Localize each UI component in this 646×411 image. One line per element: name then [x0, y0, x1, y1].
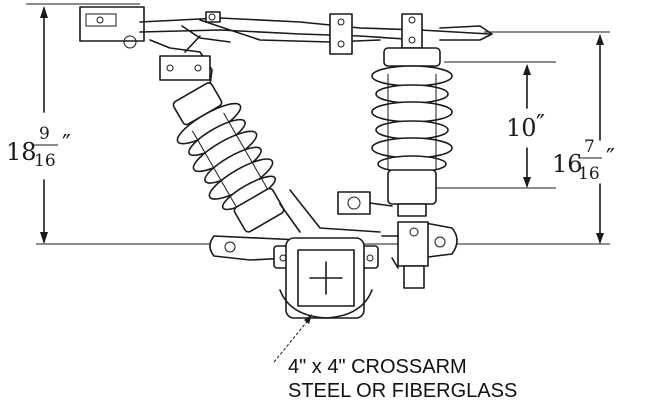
- right-height-unit: ″: [606, 144, 615, 172]
- arrow-down-icon: [40, 232, 48, 244]
- insulator-height-dimension: 10 ″: [430, 61, 556, 189]
- arrow-down-icon: [523, 177, 531, 188]
- right-height-dimension: 16 7 16 ″: [440, 31, 615, 245]
- overall-height-dimension: 18 9 16 ″: [6, 3, 420, 245]
- right-height-whole: 16: [552, 150, 583, 178]
- mounting-base: [209, 189, 458, 319]
- switch-blade-assembly: [79, 6, 493, 113]
- right-insulator: [371, 47, 453, 217]
- right-height-denominator: 16: [578, 164, 600, 184]
- arrow-up-icon: [40, 6, 48, 18]
- callout-leader: [273, 314, 312, 363]
- overall-height-unit: ″: [62, 130, 71, 158]
- upper-contact-bracket: [329, 13, 353, 55]
- overall-height-whole: 18: [6, 138, 37, 166]
- callout-line-2: STEEL OR FIBERGLASS: [288, 380, 518, 402]
- right-height-numerator: 7: [584, 137, 595, 157]
- arrow-down-icon: [596, 233, 604, 244]
- hinge-box: [79, 6, 145, 42]
- insulator-height-whole: 10: [506, 114, 537, 142]
- callout-line-1: 4" x 4" CROSSARM: [288, 356, 467, 378]
- overall-height-numerator: 9: [39, 124, 50, 144]
- leader-arrow-icon: [304, 314, 312, 324]
- left-insulator: [172, 82, 285, 233]
- arrow-up-icon: [523, 64, 531, 75]
- arrow-up-icon: [596, 34, 604, 45]
- overall-height-denominator: 16: [34, 151, 56, 171]
- crossarm-callout: 4" x 4" CROSSARM STEEL OR FIBERGLASS: [288, 355, 517, 403]
- insulator-height-unit: ″: [536, 110, 545, 138]
- left-top-cap: [159, 55, 211, 81]
